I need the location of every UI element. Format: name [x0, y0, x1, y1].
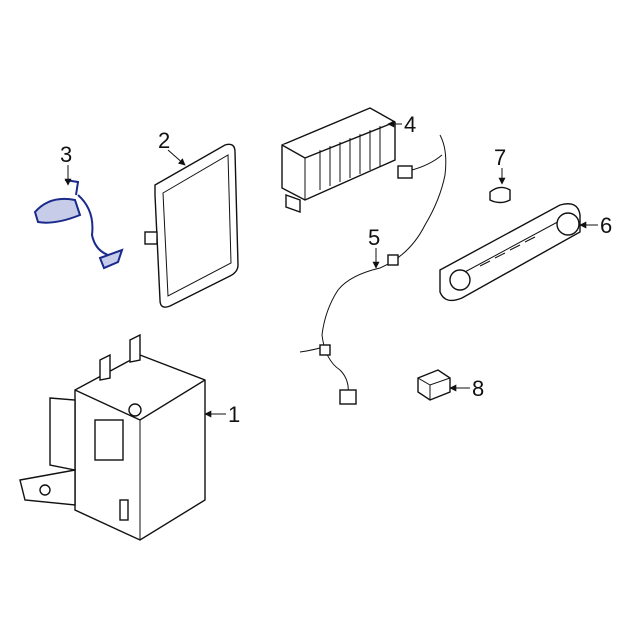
part-1-bracket[interactable]: [19, 333, 206, 541]
callout-3: 3: [60, 142, 72, 167]
callout-1: 1: [228, 402, 240, 427]
callout-5: 5: [368, 225, 380, 250]
callout-6: 6: [600, 213, 612, 238]
part-5-harness[interactable]: [299, 134, 447, 405]
part-2-display[interactable]: [144, 143, 239, 308]
part-8-switch[interactable]: [417, 369, 451, 401]
callout-2-leader: [167, 149, 186, 166]
callout-7: 7: [494, 145, 506, 170]
part-4-module[interactable]: [281, 107, 396, 213]
callout-2: 2: [158, 128, 170, 153]
part-3-cable[interactable]: [33, 179, 124, 270]
callout-4: 4: [404, 112, 416, 137]
part-6-control-panel[interactable]: [439, 203, 581, 302]
callout-8: 8: [472, 376, 484, 401]
part-7-knob[interactable]: [489, 186, 511, 204]
